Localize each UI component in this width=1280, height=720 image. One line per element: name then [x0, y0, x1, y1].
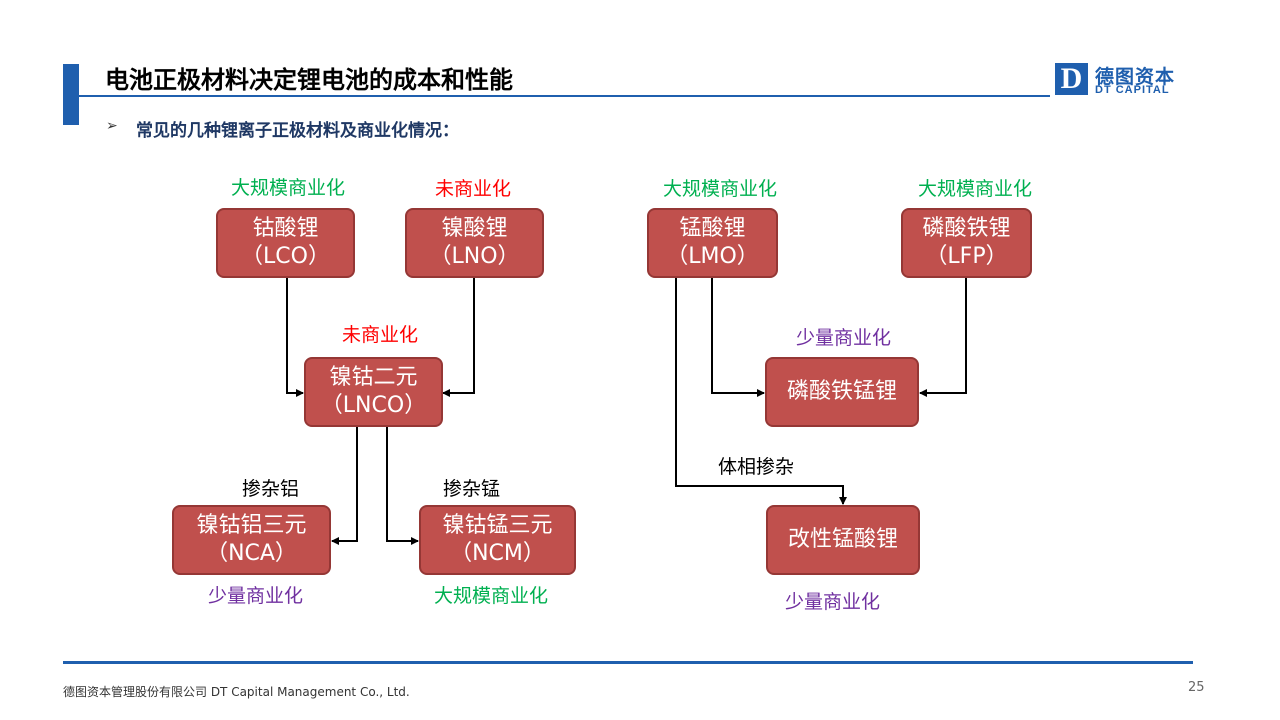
title-divider: [78, 95, 1050, 97]
node-lmo: 锰酸锂 （LMO）: [647, 208, 778, 278]
title-accent-bar: [63, 64, 79, 125]
lmo-status-label: 大规模商业化: [663, 178, 778, 200]
logo-mark: D: [1055, 63, 1088, 95]
node-ncm: 镍钴锰三元 （NCM）: [419, 505, 576, 575]
node-lmfp: 磷酸铁锰锂: [765, 357, 919, 427]
arrow-lco-to-lnco: [286, 277, 304, 397]
lnco-status-label: 未商业化: [342, 324, 419, 346]
node-ncm-code: （NCM）: [450, 541, 545, 566]
node-nca-name: 镍钴铝三元: [196, 513, 307, 538]
arrow-lnco-to-ncm: [386, 427, 419, 545]
node-lmfp-name: 磷酸铁锰锂: [786, 379, 897, 404]
node-lco-name: 钴酸锂: [252, 216, 319, 241]
node-lfp-name: 磷酸铁锂: [922, 216, 1011, 241]
arrow-lfp-to-lmfp: [919, 277, 967, 397]
node-modified-lmo: 改性锰酸锂: [766, 505, 920, 575]
footer-divider: [63, 661, 1193, 664]
node-lnco-code: （LNCO）: [320, 393, 427, 418]
node-lno: 镍酸锂 （LNO）: [405, 208, 544, 278]
bulk-doping-label: 体相掺杂: [718, 456, 795, 478]
node-lco-code: （LCO）: [241, 244, 330, 269]
page-title: 电池正极材料决定锂电池的成本和性能: [105, 66, 513, 94]
node-modified-lmo-name: 改性锰酸锂: [787, 527, 898, 552]
modified-lmo-status-label: 少量商业化: [785, 591, 881, 613]
node-lno-name: 镍酸锂: [441, 216, 508, 241]
nca-status-label: 少量商业化: [208, 585, 304, 607]
node-ncm-name: 镍钴锰三元: [442, 513, 553, 538]
logo-english-name: DT CAPITAL: [1095, 84, 1170, 96]
ncm-status-label: 大规模商业化: [434, 585, 549, 607]
node-lmo-name: 锰酸锂: [679, 216, 746, 241]
lmfp-status-label: 少量商业化: [796, 327, 892, 349]
node-lno-code: （LNO）: [429, 244, 520, 269]
node-lco: 钴酸锂 （LCO）: [216, 208, 355, 278]
al-doping-label: 掺杂铝: [242, 478, 300, 500]
arrow-lno-to-lnco: [442, 277, 475, 397]
node-lmo-code: （LMO）: [666, 244, 759, 269]
node-lfp-code: （LFP）: [925, 244, 1008, 269]
subtitle: 常见的几种锂离子正极材料及商业化情况：: [136, 121, 459, 141]
node-lfp: 磷酸铁锂 （LFP）: [901, 208, 1032, 278]
arrow-lmo-to-lmfp: [711, 277, 765, 397]
mn-doping-label: 掺杂锰: [443, 478, 501, 500]
page-number: 25: [1188, 680, 1205, 695]
node-lnco: 镍钴二元 （LNCO）: [304, 357, 443, 427]
node-lnco-name: 镍钴二元: [329, 365, 418, 390]
lno-status-label: 未商业化: [435, 178, 512, 200]
lfp-status-label: 大规模商业化: [918, 178, 1033, 200]
footer-company: 德图资本管理股份有限公司 DT Capital Management Co., …: [63, 685, 410, 699]
arrow-lnco-to-nca: [331, 427, 358, 545]
arrow-lmo-to-modified-lmo: [675, 277, 847, 505]
logo-chinese-name: 德图资本: [1095, 66, 1176, 88]
node-nca: 镍钴铝三元 （NCA）: [172, 505, 331, 575]
lco-status-label: 大规模商业化: [231, 177, 346, 199]
arrow-bullet-icon: ➢: [106, 118, 118, 134]
node-nca-code: （NCA）: [206, 541, 297, 566]
